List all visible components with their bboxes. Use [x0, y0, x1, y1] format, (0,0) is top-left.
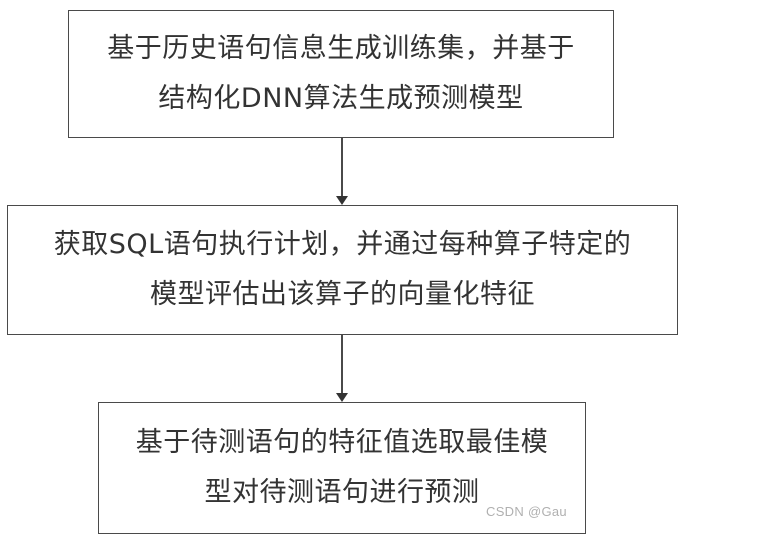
- flow-step-3-line-1: 基于待测语句的特征值选取最佳模: [135, 427, 549, 458]
- arrow-1-head: [336, 196, 348, 205]
- flow-step-2-line-1: 获取SQL语句执行计划，并通过每种算子特定的: [53, 229, 632, 260]
- flow-step-2-line-2: 模型评估出该算子的向量化特征: [150, 279, 535, 310]
- flow-step-3-box: 基于待测语句的特征值选取最佳模 型对待测语句进行预测: [98, 402, 586, 534]
- arrow-1-line: [341, 138, 343, 196]
- arrow-2-head: [336, 393, 348, 402]
- flow-step-1-line-1: 基于历史语句信息生成训练集，并基于: [107, 33, 575, 64]
- arrow-2-line: [341, 335, 343, 393]
- flow-step-1-box: 基于历史语句信息生成训练集，并基于 结构化DNN算法生成预测模型: [68, 10, 614, 138]
- flow-step-2-box: 获取SQL语句执行计划，并通过每种算子特定的 模型评估出该算子的向量化特征: [7, 205, 678, 335]
- watermark-text: CSDN @Gau: [486, 504, 567, 519]
- flow-step-1-line-2: 结构化DNN算法生成预测模型: [158, 83, 524, 114]
- flow-step-3-line-2: 型对待测语句进行预测: [204, 477, 480, 508]
